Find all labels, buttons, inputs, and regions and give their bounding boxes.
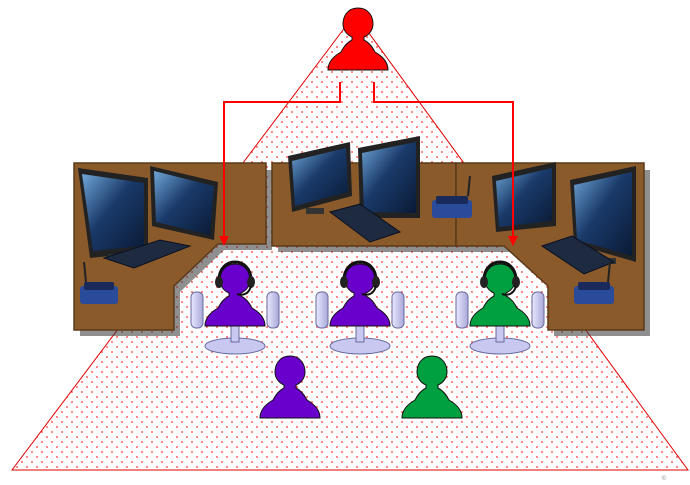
keyboard-icon [540,235,616,275]
person-icon [259,355,321,419]
headset-icon [480,260,520,296]
arrow-to-right-agent [373,82,514,240]
corner-mark: © [661,475,667,482]
seated-agents [190,260,545,355]
monitor-icon [570,166,636,264]
desk-phone-icon [574,261,614,304]
arrow-to-left-agent [223,82,341,240]
keyboard-icon [328,203,402,243]
desk-phone-icon [80,261,118,304]
headset-icon [215,260,255,296]
supervisor-arrows [219,82,518,246]
chair-icon [455,291,545,355]
desk-phone-icon [432,175,472,218]
headset-agent-icon [315,260,405,355]
keyboard-icon [102,239,192,269]
arrow-head-right [508,236,518,246]
arrow-head-left [219,236,229,246]
monitor-icon [150,166,218,240]
headset-agent-icon [455,260,545,355]
monitor-icon [288,142,352,214]
person-icon [401,355,463,419]
monitors [78,136,636,304]
headset-icon [340,260,380,296]
chair-icon [315,291,405,355]
chair-icon [190,291,280,355]
headset-agent-icon [190,260,280,355]
monitor-icon [492,162,556,232]
monitor-icon [358,136,420,218]
standing-people [259,355,463,419]
supervisor-person-icon [327,7,389,71]
monitor-icon [78,168,148,260]
